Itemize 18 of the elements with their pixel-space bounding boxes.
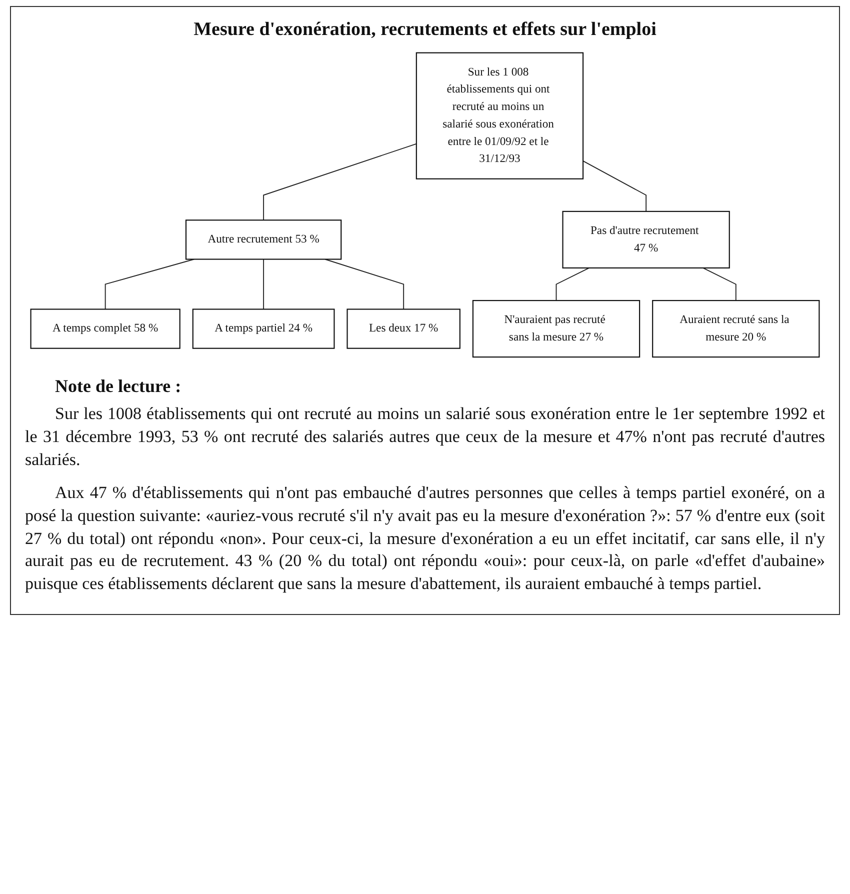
tree-box: N'auraient pas recruté sans la mesure 27 % xyxy=(472,300,640,358)
diagram-title: Mesure d'exonération, recrutements et effets sur l'emploi xyxy=(192,19,658,41)
tree-box: Sur les 1 008 établissements qui ont recruté au moins un salarié sous exonération entre le 01/09/92 et le 31/12/93 xyxy=(416,52,584,180)
connector xyxy=(263,143,417,221)
tree-box: Auraient recruté sans la mesure 20 % xyxy=(652,300,820,358)
tree-box: Pas d'autre recrutement 47 % xyxy=(562,210,730,268)
note-paragraph: Sur les 1008 établissements qui ont recruté au moins un salarié sous exonération entre le 1er septembre 1992 et le 31 décembre 1993, 53 % ont recruté des salariés autres que ceux de la mesure et 47% n'ont pas recruté d'autres salariés. xyxy=(25,402,825,471)
tree-box: Autre recrutement 53 % xyxy=(185,220,342,260)
connector xyxy=(324,258,404,310)
tree-box: A temps complet 58 % xyxy=(30,308,180,349)
tree-box: A temps partiel 24 % xyxy=(192,308,335,349)
connector xyxy=(556,267,590,301)
connector xyxy=(582,160,647,212)
note-paragraph: Aux 47 % d'établissements qui n'ont pas embauché d'autres personnes que celles à temps partiel exonéré, on a posé la question suivante: «auriez-vous recruté s'il n'y avait pas eu la mesure d'exonération ?»: 57 % d'entre eux (soit 27 % du total) ont répondu «non». Pour ceux-ci, la mesure d'exonération a eu un effet incitatif, car sans elle, il n'y aurait pas eu de recrutement. 43 % (20 % du total) ont répondu «oui»: pour ceux-là, on parle «d'effet d'aubaine» puisque ces établissements déclarent que sans la mesure d'abattement, ils auraient embauché à temps partiel. xyxy=(25,482,825,596)
note-heading: Note de lecture : xyxy=(55,376,182,397)
tree-box: Les deux 17 % xyxy=(346,308,460,349)
connector xyxy=(263,258,264,310)
connector xyxy=(702,267,736,301)
